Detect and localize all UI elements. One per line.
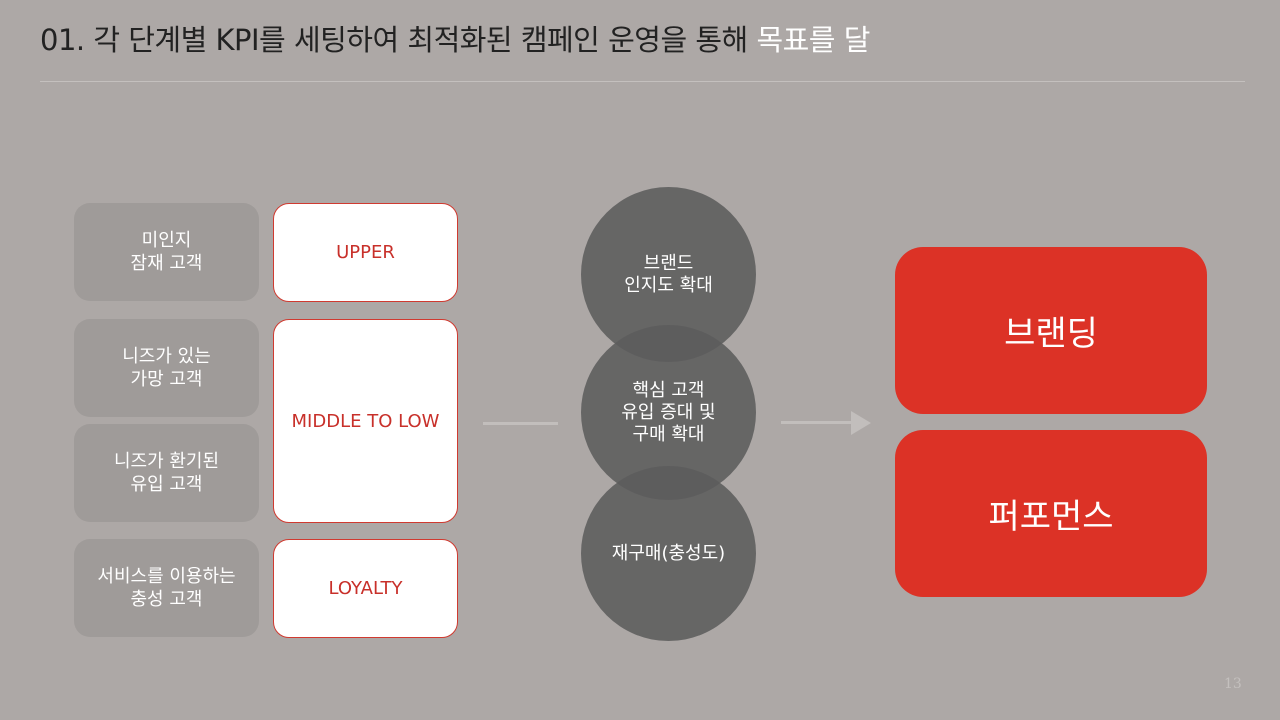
title-highlight: 목표를 달 bbox=[756, 23, 870, 57]
stage-upper: UPPER bbox=[273, 203, 458, 302]
title-main: 01. 각 단계별 KPI를 세팅하여 최적화된 캠페인 운영을 통해 bbox=[40, 23, 757, 57]
goal-branding: 브랜딩 bbox=[895, 247, 1207, 414]
segment-loyal: 서비스를 이용하는 충성 고객 bbox=[74, 539, 259, 637]
page-number: 13 bbox=[1224, 676, 1242, 692]
stage-objective-connector bbox=[483, 422, 558, 425]
goal-performance: 퍼포먼스 bbox=[895, 430, 1207, 597]
segment-prospect: 니즈가 있는 가망 고객 bbox=[74, 319, 259, 417]
objective-repurchase: 재구매(충성도) bbox=[581, 466, 756, 641]
stage-middle-to-low: MIDDLE TO LOW bbox=[273, 319, 458, 523]
segment-unaware: 미인지 잠재 고객 bbox=[74, 203, 259, 301]
stage-loyalty: LOYALTY bbox=[273, 539, 458, 638]
arrow-right-icon bbox=[851, 411, 871, 435]
objective-goal-arrow-line bbox=[781, 421, 853, 424]
segment-inflow: 니즈가 환기된 유입 고객 bbox=[74, 424, 259, 522]
slide-title: 01. 각 단계별 KPI를 세팅하여 최적화된 캠페인 운영을 통해 목표를 … bbox=[40, 22, 1000, 58]
title-divider bbox=[40, 81, 1245, 82]
